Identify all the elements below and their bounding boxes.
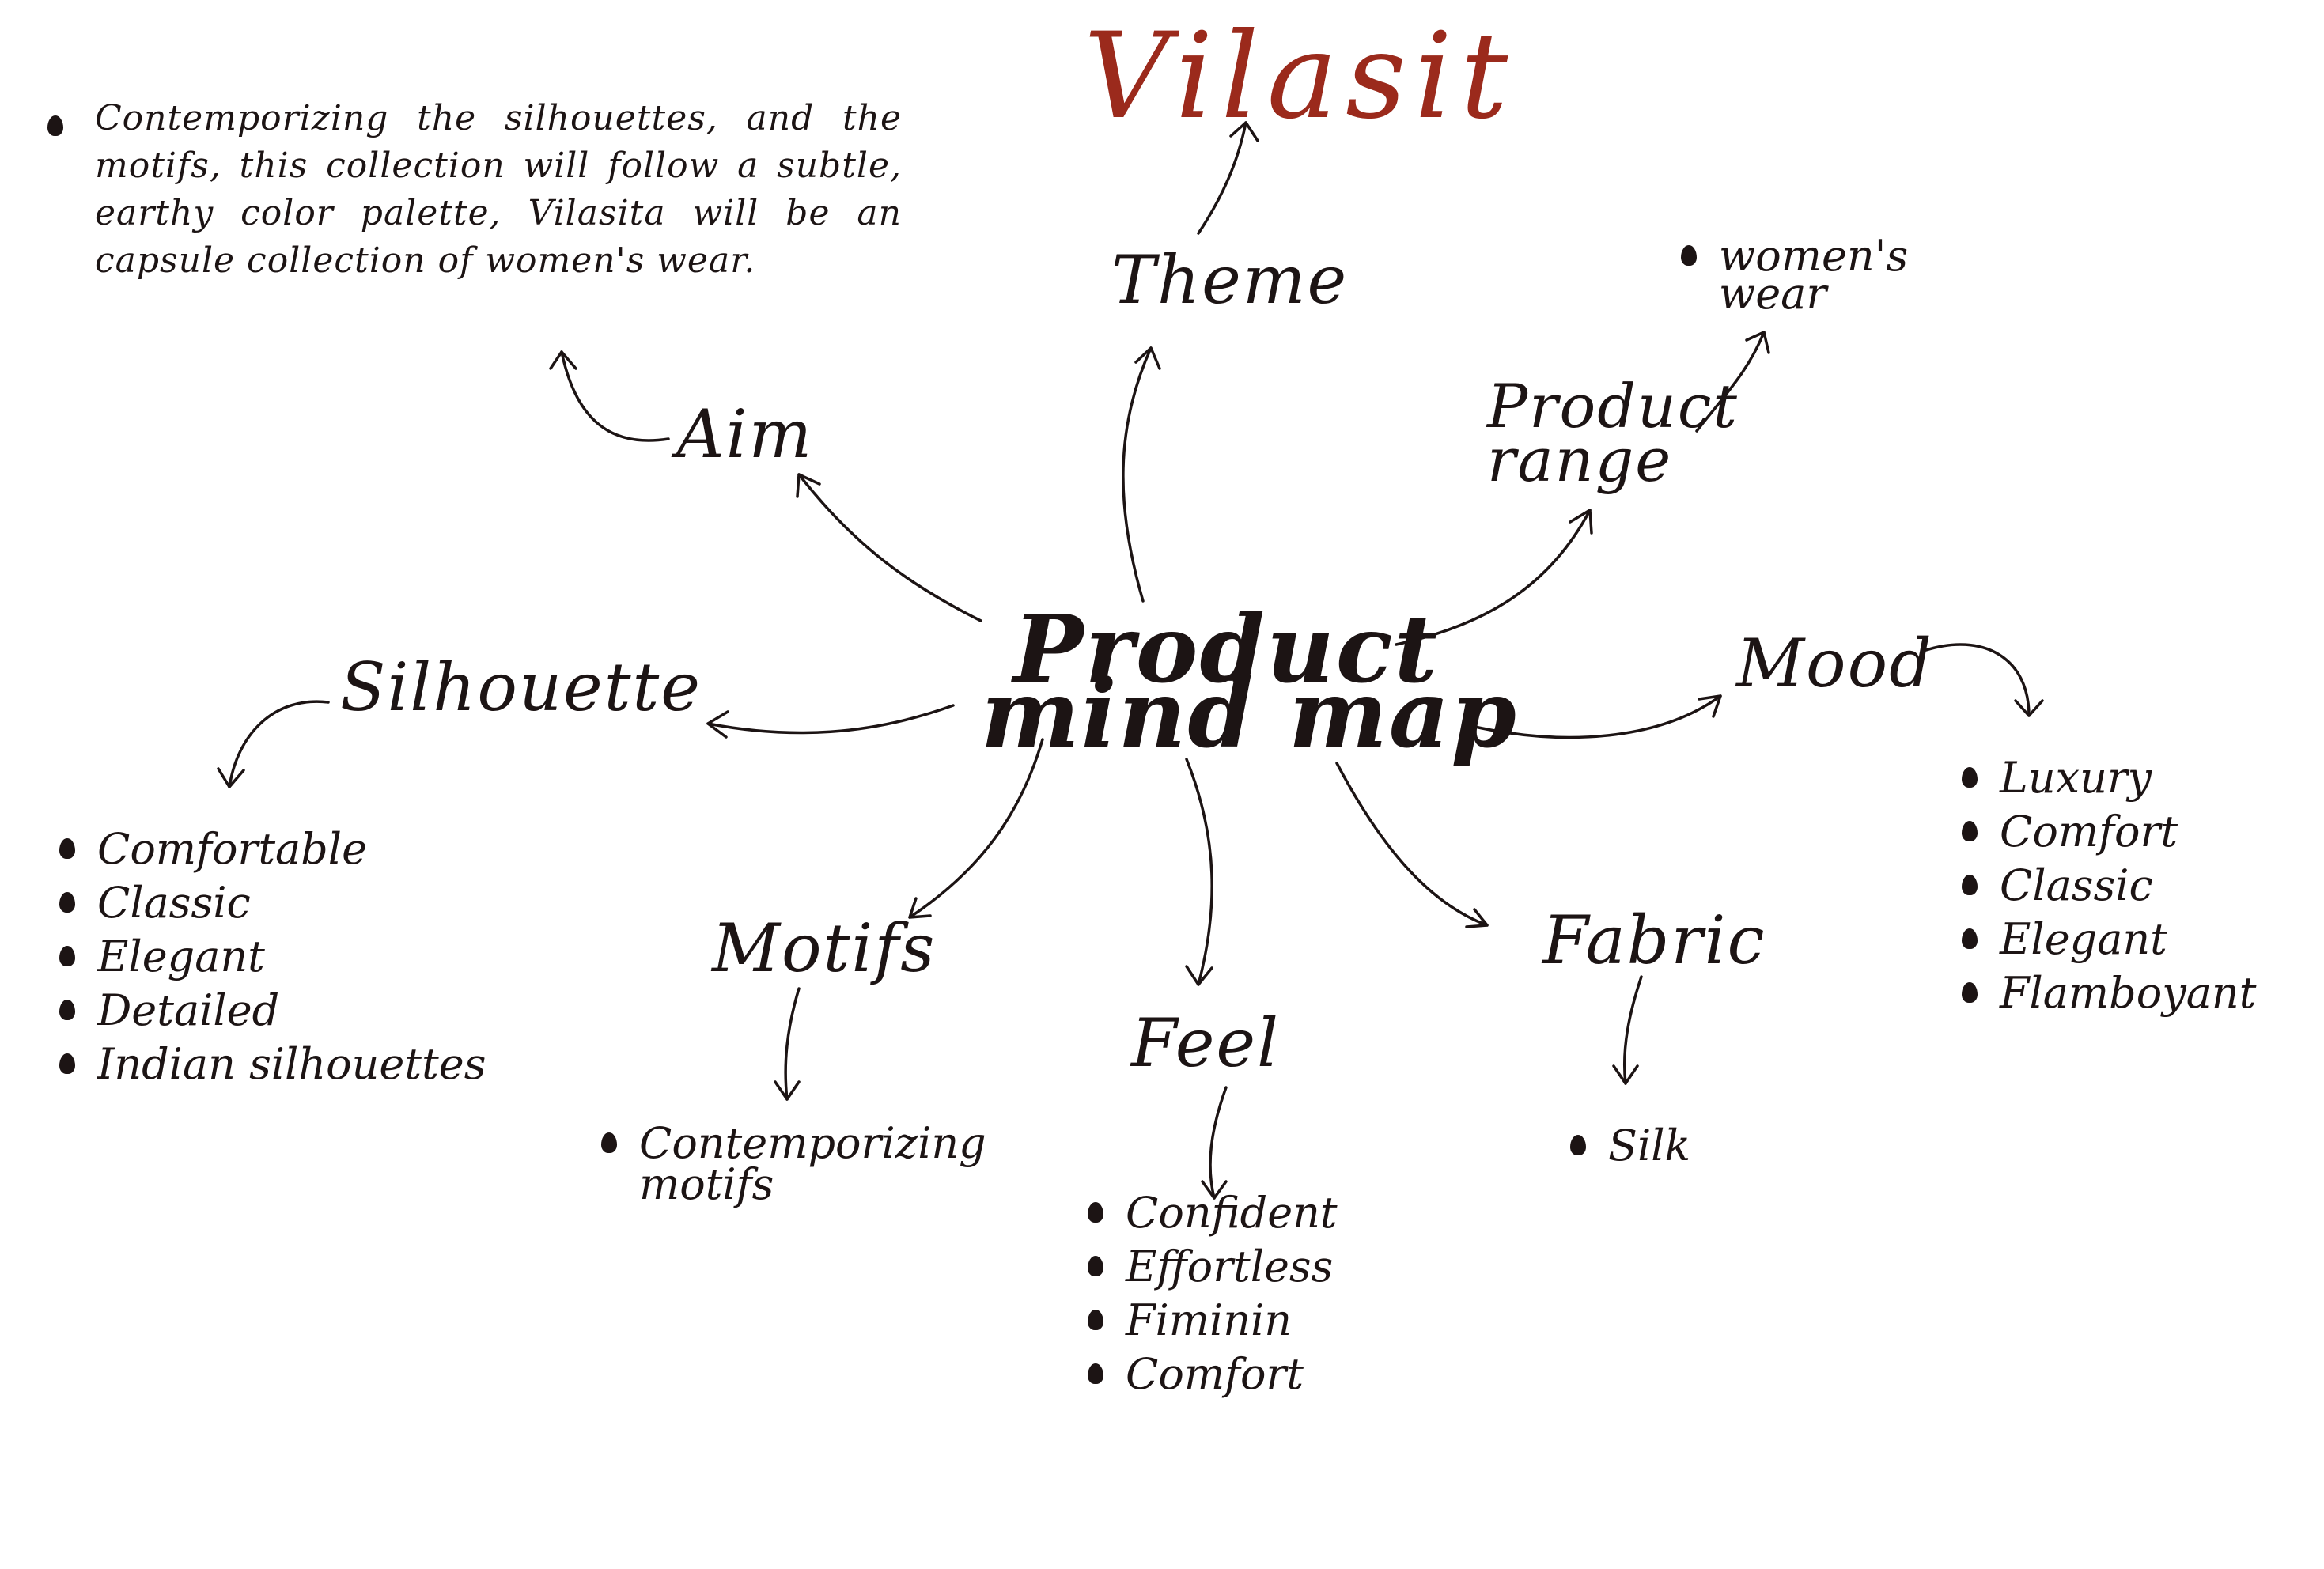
center-node: Product mind map	[981, 594, 1518, 769]
mind-map-title: Vilasit	[1084, 8, 1516, 146]
list-item: Flamboyant	[1962, 966, 2256, 1020]
bullet-icon	[1962, 821, 1978, 841]
list-item: Contemporizing	[601, 1122, 986, 1165]
node-fabric: Fabric	[1542, 902, 1766, 979]
bullet-icon	[59, 838, 75, 859]
center-node-line-2: mind map	[981, 659, 1518, 769]
list-item: Detailed	[59, 984, 486, 1038]
center-node-line-1: Product	[1012, 594, 1440, 704]
list-item: motifs	[639, 1159, 774, 1209]
list-item: Silk	[1570, 1119, 1690, 1173]
fabric-list: Silk	[1570, 1119, 1690, 1173]
arrowhead-feel-list	[1201, 1180, 1228, 1200]
arrow-range-to-wear	[1695, 331, 1766, 433]
arrow-center-to-fabric	[1335, 762, 1489, 927]
bullet-icon	[59, 1000, 75, 1020]
product-range-list: women's wear	[1681, 235, 1908, 319]
node-product-range-line-1: Product	[1487, 371, 1739, 441]
arrowhead-aim	[796, 473, 821, 498]
feel-list: Confident Effortless Fiminin Comfort	[1088, 1186, 1338, 1401]
arrow-center-to-range	[1395, 509, 1592, 646]
bullet-icon	[1962, 982, 1978, 1003]
bullet-icon	[59, 946, 75, 966]
arrow-center-to-mood	[1470, 694, 1722, 739]
list-item: Elegant	[1962, 913, 2256, 966]
arrowhead-title	[1229, 121, 1259, 142]
motifs-list: Contemporizing motifs	[601, 1122, 986, 1209]
silhouette-list: Comfortable Classic Elegant Detailed Ind…	[59, 822, 486, 1091]
arrowhead-fabric	[1465, 908, 1489, 928]
arrow-center-to-aim	[797, 473, 982, 622]
list-item: Indian silhouettes	[59, 1038, 486, 1091]
arrow-motifs-to-list	[784, 987, 801, 1101]
arrow-center-to-feel	[1185, 758, 1213, 986]
node-product-range-line-2: range	[1487, 425, 1673, 495]
list-item: Comfort	[1088, 1348, 1338, 1401]
arrow-theme-to-title	[1197, 121, 1247, 235]
arrowhead-motifs-list	[774, 1080, 801, 1101]
bullet-icon	[1570, 1135, 1586, 1155]
list-item: Comfort	[1962, 805, 2256, 859]
arrow-center-to-silhouette	[706, 704, 955, 735]
bullet-icon	[1962, 928, 1978, 949]
arrow-center-to-motifs	[908, 738, 1044, 919]
node-mood: Mood	[1736, 625, 1933, 702]
list-item: Elegant	[59, 930, 486, 984]
node-motifs: Motifs	[712, 909, 937, 987]
list-item: wear	[1719, 269, 1827, 319]
bullet-icon	[1088, 1363, 1103, 1384]
arrow-aim-to-text	[560, 350, 670, 442]
arrowhead-mood-list	[2014, 699, 2044, 717]
bullet-icon	[1962, 875, 1978, 895]
arrow-fabric-to-list	[1622, 975, 1643, 1085]
arrow-silhouette-to-list	[228, 700, 330, 788]
list-item: Classic	[1962, 859, 2256, 913]
aim-description: Contemporizing the silhouettes, and the …	[95, 98, 902, 281]
node-product-range: Product range	[1487, 371, 1739, 495]
bullet-icon	[1962, 767, 1978, 788]
node-silhouette: Silhouette	[340, 648, 702, 726]
arrowhead-wear	[1745, 331, 1770, 354]
list-item: Effortless	[1088, 1240, 1338, 1294]
list-item: Luxury	[1962, 751, 2256, 805]
arrowhead-silhouette	[706, 710, 729, 739]
bullet-icon	[47, 115, 63, 136]
list-item: Fiminin	[1088, 1294, 1338, 1348]
bullet-icon	[1088, 1256, 1103, 1276]
bullet-icon	[59, 1053, 75, 1074]
arrowhead-aim-text	[549, 350, 577, 370]
list-item: Confident	[1088, 1186, 1338, 1240]
arrowhead-mood	[1698, 694, 1722, 718]
bullet-icon	[1681, 245, 1697, 266]
arrow-feel-to-list	[1209, 1086, 1228, 1200]
bullet-icon	[1088, 1202, 1103, 1223]
arrowhead-theme	[1134, 346, 1161, 370]
arrow-center-to-theme	[1122, 346, 1153, 603]
mood-list: Luxury Comfort Classic Elegant Flamboyan…	[1962, 751, 2256, 1020]
node-feel: Feel	[1131, 1004, 1280, 1082]
arrowhead-silhouette-list	[217, 767, 245, 788]
arrowhead-motifs	[908, 897, 932, 919]
list-item: women's	[1681, 235, 1908, 278]
arrowhead-feel	[1185, 965, 1213, 986]
bullet-icon	[59, 892, 75, 913]
node-theme: Theme	[1111, 241, 1349, 319]
bullet-icon	[1088, 1310, 1103, 1330]
list-item: Comfortable	[59, 822, 486, 876]
node-aim: Aim	[676, 395, 814, 473]
list-item: Classic	[59, 876, 486, 930]
arrowhead-range	[1569, 509, 1593, 535]
arrowhead-fabric-list	[1612, 1064, 1639, 1085]
arrow-mood-to-list	[1925, 643, 2031, 717]
bullet-icon	[601, 1132, 617, 1153]
